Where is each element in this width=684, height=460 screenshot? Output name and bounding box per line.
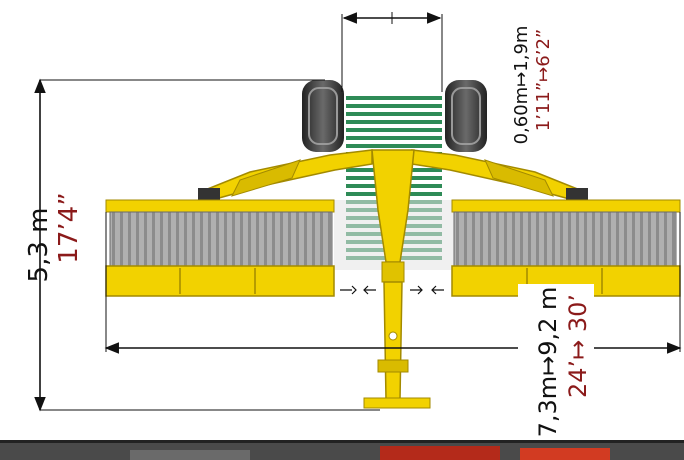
inner-adjust-arrows [340,285,444,295]
height-metric-label: 5,3 m [24,208,54,283]
left-tire [302,80,344,152]
track-imperial-label: 1’11”↦6’2” [533,29,554,131]
right-cutting-deck [451,199,681,297]
height-imperial-label: 17’4” [54,192,84,263]
left-cutting-deck [105,199,335,297]
left-arm [198,149,373,202]
bottom-photo-strip [0,440,684,460]
right-tire [445,80,487,152]
center-frame [363,149,431,409]
width-imperial-label: 24’↦ 30’ [564,294,592,398]
track-metric-label: 0,60m↦1,9m [511,26,532,145]
mower-illustration [105,80,681,409]
width-metric-label: 7,3m↦9,2 m [534,287,562,438]
width-label-backdrop [518,284,594,430]
right-arm [411,149,588,202]
